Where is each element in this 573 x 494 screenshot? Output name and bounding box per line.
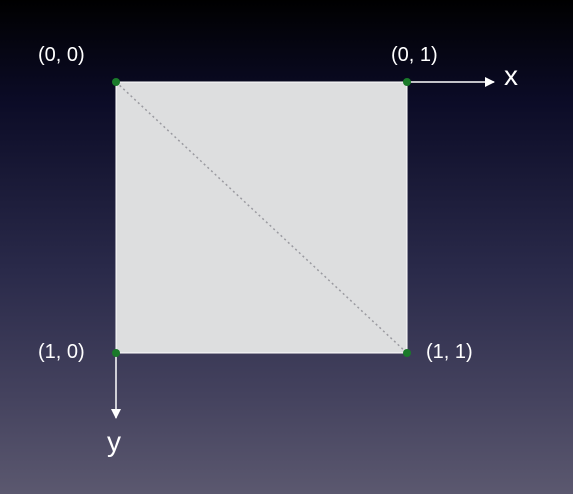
corner-point-bottom-right xyxy=(403,349,411,357)
corner-point-top-right xyxy=(403,78,411,86)
diagonal-line xyxy=(115,81,408,354)
y-axis-label: y xyxy=(107,426,121,457)
corner-point-top-left xyxy=(112,78,120,86)
corner-point-bottom-left xyxy=(112,349,120,357)
corner-label-top-left: (0, 0) xyxy=(38,44,85,66)
corner-label-bottom-left: (1, 0) xyxy=(38,341,85,363)
x-axis-label: x xyxy=(504,60,518,91)
corner-label-top-right: (0, 1) xyxy=(391,44,438,66)
corner-label-bottom-right: (1, 1) xyxy=(426,341,473,363)
